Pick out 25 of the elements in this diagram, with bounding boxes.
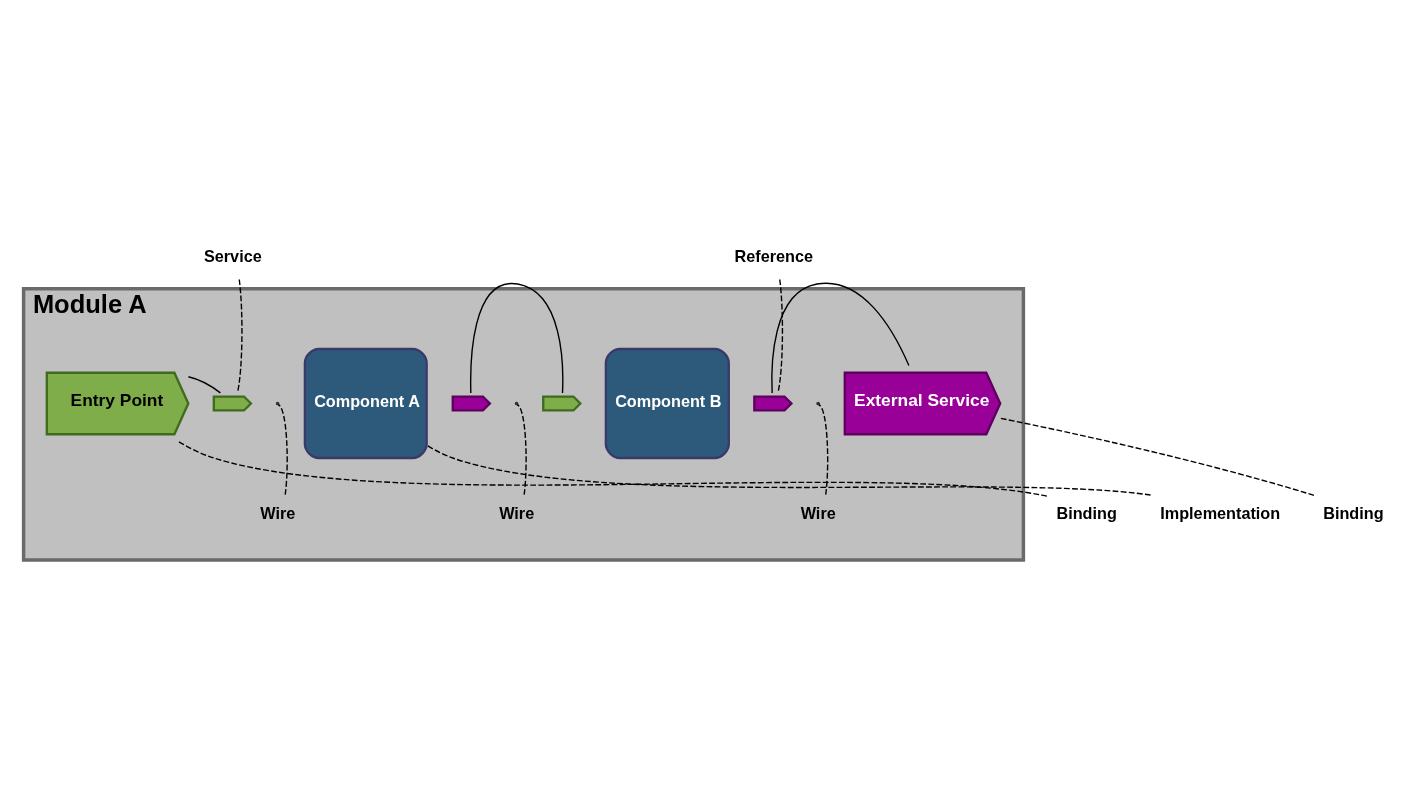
node-text: Wire: [800, 504, 836, 523]
connector: [777, 278, 784, 394]
node-chevron: [542, 395, 582, 412]
connector: [771, 282, 910, 394]
connector: [426, 444, 1152, 496]
node-text: Wire: [499, 504, 535, 523]
connector: [516, 404, 527, 496]
node-text: Wire: [260, 504, 296, 523]
node-chevron: [753, 395, 794, 412]
node-box: Component A: [303, 347, 428, 460]
connector: [818, 404, 829, 496]
node-chevron: [212, 395, 253, 412]
connector: [236, 278, 243, 394]
connector: [999, 417, 1315, 496]
node-text: Service: [203, 246, 262, 265]
node-text: Binding: [1323, 504, 1384, 523]
node-box: Component B: [604, 347, 730, 460]
connector: [470, 283, 564, 394]
node-text: Binding: [1056, 504, 1117, 523]
connector: [177, 440, 1048, 497]
node-text: Reference: [734, 246, 814, 265]
connector: [277, 404, 288, 496]
node-chevron: [451, 395, 492, 412]
node-text: Implementation: [1160, 504, 1281, 523]
connector: [187, 376, 222, 394]
